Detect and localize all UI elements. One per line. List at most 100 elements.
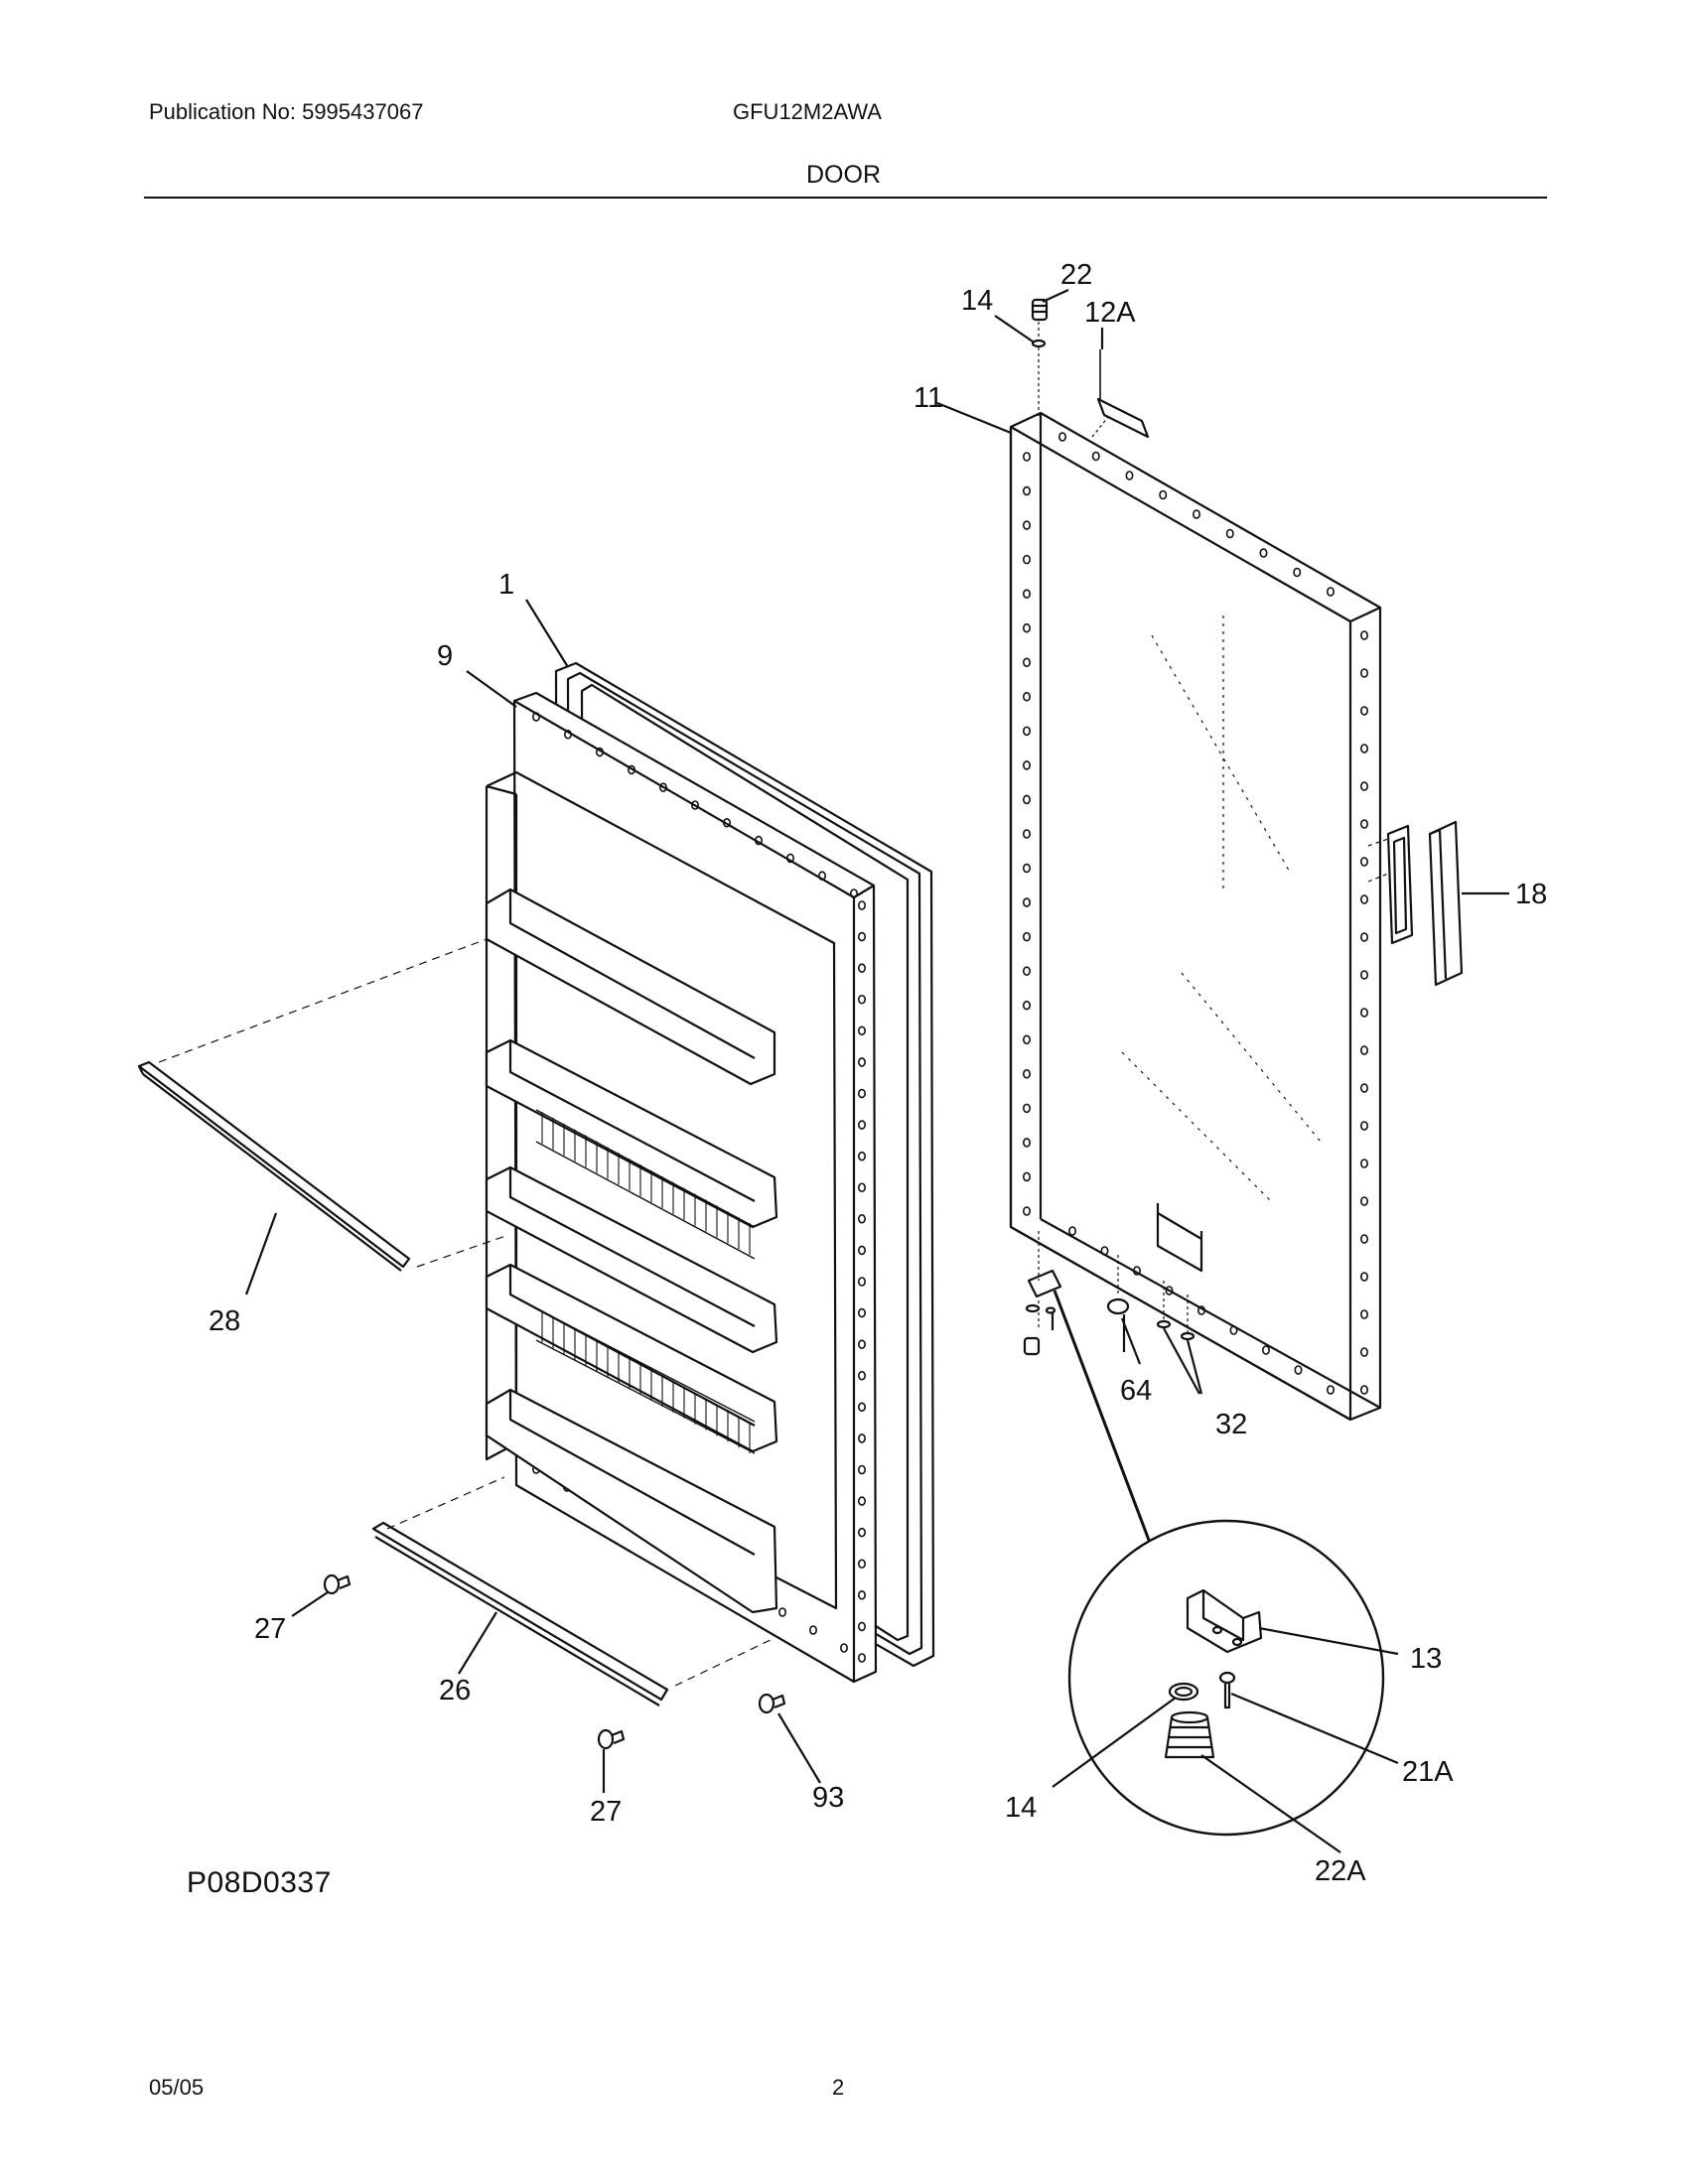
screw-hole xyxy=(1197,1305,1206,1315)
screw-hole xyxy=(1023,966,1032,976)
shelf-bar-26 xyxy=(371,1476,775,1706)
screw-hole xyxy=(1327,587,1336,597)
screw-hole xyxy=(1225,528,1234,539)
screw-hole xyxy=(857,1214,866,1224)
screw-hole xyxy=(1360,706,1369,716)
screw-hole xyxy=(1360,1159,1369,1168)
screw-hole xyxy=(857,1025,866,1036)
screw-hole xyxy=(1023,760,1032,770)
screw-hole xyxy=(1360,744,1369,753)
screw-hole xyxy=(1023,520,1032,530)
outer-door-panel xyxy=(1009,411,1382,1422)
plug-27-left xyxy=(323,1573,352,1595)
callout-21A: 21A xyxy=(1402,1756,1454,1788)
bottom-hinge-hardware xyxy=(1023,1231,1203,1544)
callout-12A: 12A xyxy=(1084,297,1136,329)
callout-64: 64 xyxy=(1120,1375,1152,1407)
door-handle xyxy=(1386,820,1509,987)
callout-22: 22 xyxy=(1060,259,1092,291)
callout-14-detail: 14 xyxy=(1005,1792,1037,1824)
screw-hole xyxy=(1023,726,1032,737)
screw-hole xyxy=(1360,819,1369,829)
screw-hole xyxy=(857,1653,866,1663)
callout-9: 9 xyxy=(437,640,453,672)
hinge-detail-view xyxy=(1052,1519,1399,1853)
screw-hole xyxy=(1259,548,1268,558)
screw-hole xyxy=(563,729,572,740)
screw-hole xyxy=(595,747,604,757)
screw-hole xyxy=(1023,657,1032,668)
screw-hole xyxy=(1262,1345,1271,1355)
screw-hole xyxy=(1023,794,1032,805)
door-shelves xyxy=(485,887,778,1614)
screw-hole xyxy=(1360,970,1369,980)
screw-hole xyxy=(1133,1266,1142,1276)
callout-14-top: 14 xyxy=(961,285,993,317)
screw-hole xyxy=(849,888,858,898)
screw-hole xyxy=(857,1120,866,1130)
screw-hole xyxy=(1023,829,1032,839)
screw-hole xyxy=(1193,509,1201,519)
screw-hole xyxy=(857,1277,866,1287)
screw-hole xyxy=(839,1643,848,1653)
screw-hole xyxy=(627,764,635,775)
screw-hole xyxy=(1023,1069,1032,1079)
screw-hole xyxy=(785,853,794,864)
screw-hole xyxy=(722,817,731,828)
callout-11: 11 xyxy=(914,382,943,414)
callout-1: 1 xyxy=(498,569,514,601)
screw-hole xyxy=(1023,1138,1032,1148)
screw-hole xyxy=(777,1607,786,1617)
screw-hole xyxy=(857,1464,866,1475)
screw-hole xyxy=(857,1088,866,1099)
screw-hole xyxy=(1360,894,1369,904)
screw-hole xyxy=(1360,1008,1369,1018)
section-title: DOOR xyxy=(806,161,881,189)
screw-hole xyxy=(1360,1234,1369,1244)
screw-hole xyxy=(1360,1045,1369,1055)
callout-22A: 22A xyxy=(1315,1855,1366,1887)
screw-hole xyxy=(857,1307,866,1318)
screw-hole xyxy=(1293,567,1302,578)
screw-hole xyxy=(1023,692,1032,702)
screw-hole xyxy=(857,963,866,973)
footer-page-number: 2 xyxy=(832,2075,845,2100)
screw-hole xyxy=(817,871,826,882)
screw-hole xyxy=(1360,1385,1369,1395)
screw-hole xyxy=(1360,857,1369,867)
screw-hole xyxy=(1023,863,1032,874)
screw-hole xyxy=(857,931,866,942)
callout-28: 28 xyxy=(209,1305,240,1337)
screw-hole xyxy=(1360,781,1369,791)
footer-date: 05/05 xyxy=(149,2075,205,2100)
screw-hole xyxy=(857,1057,866,1067)
screw-hole xyxy=(1159,489,1168,500)
screw-hole xyxy=(1100,1246,1109,1256)
screw-hole xyxy=(1360,1121,1369,1131)
screw-hole xyxy=(1023,554,1032,565)
screw-hole xyxy=(1360,1083,1369,1093)
screw-hole xyxy=(531,712,540,722)
screw-hole xyxy=(690,800,699,810)
screw-hole xyxy=(1068,1226,1077,1236)
screw-hole xyxy=(1023,1034,1032,1045)
screw-hole xyxy=(857,1339,866,1349)
screw-hole xyxy=(1360,1347,1369,1357)
callout-18: 18 xyxy=(1515,879,1547,910)
figure-reference: P08D0337 xyxy=(187,1866,332,1899)
screw-hole xyxy=(857,1621,866,1632)
screw-hole xyxy=(1360,630,1369,640)
screw-hole xyxy=(1023,1000,1032,1011)
screw-hole xyxy=(1023,1206,1032,1216)
plug-93 xyxy=(758,1693,786,1714)
callout-26: 26 xyxy=(439,1675,471,1706)
screw-hole xyxy=(1165,1286,1174,1296)
screw-hole xyxy=(1360,1272,1369,1282)
screw-hole xyxy=(1023,1103,1032,1114)
model-number: GFU12M2AWA xyxy=(733,99,882,124)
screw-hole xyxy=(1360,1309,1369,1319)
screw-hole xyxy=(658,782,667,793)
screw-hole xyxy=(1327,1385,1336,1395)
screw-hole xyxy=(857,1590,866,1600)
